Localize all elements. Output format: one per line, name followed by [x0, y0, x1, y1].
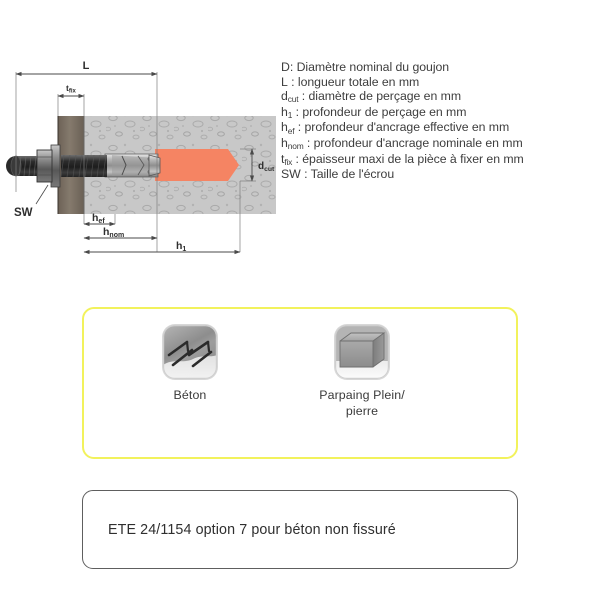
- legend-description: : Diamètre nominal du goujon: [289, 60, 450, 74]
- base-material-label: Béton: [173, 388, 207, 402]
- base-material-label: Parpaing Plein/pierre: [319, 388, 405, 418]
- drill-hole-depth-arrow: [155, 149, 239, 181]
- legend-row: L : longueur totale en mm: [281, 75, 599, 90]
- legend-symbol: hef: [281, 120, 295, 136]
- threaded-stud: [6, 155, 37, 177]
- supported-base-materials-box: Béton: [82, 307, 518, 459]
- legend-row: dcut : diamètre de perçage en mm: [281, 89, 599, 105]
- ete-approval-text: ETE 24/1154 option 7 pour béton non fiss…: [108, 521, 396, 538]
- legend-symbol: h1: [281, 104, 293, 120]
- concrete-slab-icon: [163, 325, 217, 379]
- hex-nut: [36, 149, 53, 183]
- legend-description: : profondeur de perçage en mm: [292, 104, 467, 119]
- legend-symbol: tfix: [281, 151, 293, 167]
- label-t-fix: tfix: [66, 83, 77, 95]
- legend-description: : épaisseur maxi de la pièce à fixer en …: [292, 151, 524, 166]
- legend-symbol: L: [281, 74, 288, 89]
- product-technical-drawing-section: L tfix hef hnom h1 dcut SW D: Diamètre n…: [0, 0, 600, 275]
- solid-block-stone-icon: [335, 325, 389, 379]
- legend-description: : longueur totale en mm: [287, 74, 420, 89]
- base-material-list: Béton: [128, 325, 424, 419]
- legend-description: : profondeur d'ancrage effective en mm: [294, 120, 510, 135]
- symbol-legend: D: Diamètre nominal du goujon L : longue…: [281, 60, 599, 182]
- legend-row: hnom : profondeur d'ancrage nominale en …: [281, 136, 599, 152]
- legend-symbol: D: [281, 60, 290, 74]
- label-L: L: [83, 60, 90, 72]
- legend-description: : diamètre de perçage en mm: [298, 89, 462, 104]
- extension-lines: [15, 72, 256, 252]
- legend-description: : Taille de l'écrou: [300, 167, 395, 182]
- legend-symbol: SW: [281, 167, 301, 182]
- anchor-installation-diagram: L tfix hef hnom h1 dcut SW: [6, 60, 276, 255]
- ete-approval-box: ETE 24/1154 option 7 pour béton non fiss…: [82, 490, 518, 569]
- expansion-sleeve: [104, 153, 161, 178]
- legend-symbol: hnom: [281, 135, 304, 152]
- base-material-item-beton[interactable]: Béton: [128, 325, 252, 419]
- legend-row: h1 : profondeur de perçage en mm: [281, 105, 599, 121]
- legend-row: hef : profondeur d'ancrage effective en …: [281, 120, 599, 136]
- label-h-1: h1: [176, 240, 186, 253]
- legend-row: tfix : épaisseur maxi de la pièce à fixe…: [281, 152, 599, 168]
- base-material-item-parpaing[interactable]: Parpaing Plein/pierre: [300, 325, 424, 419]
- label-h-nom: hnom: [103, 226, 124, 239]
- legend-symbol: dcut: [281, 89, 299, 105]
- dimension-lines: [15, 71, 255, 255]
- legend-row: D: Diamètre nominal du goujon: [281, 60, 599, 75]
- label-SW: SW: [14, 207, 33, 219]
- legend-description: : profondeur d'ancrage nominale en mm: [303, 135, 523, 150]
- legend-row: SW : Taille de l'écrou: [281, 167, 599, 182]
- anchor-bolt: [6, 144, 161, 188]
